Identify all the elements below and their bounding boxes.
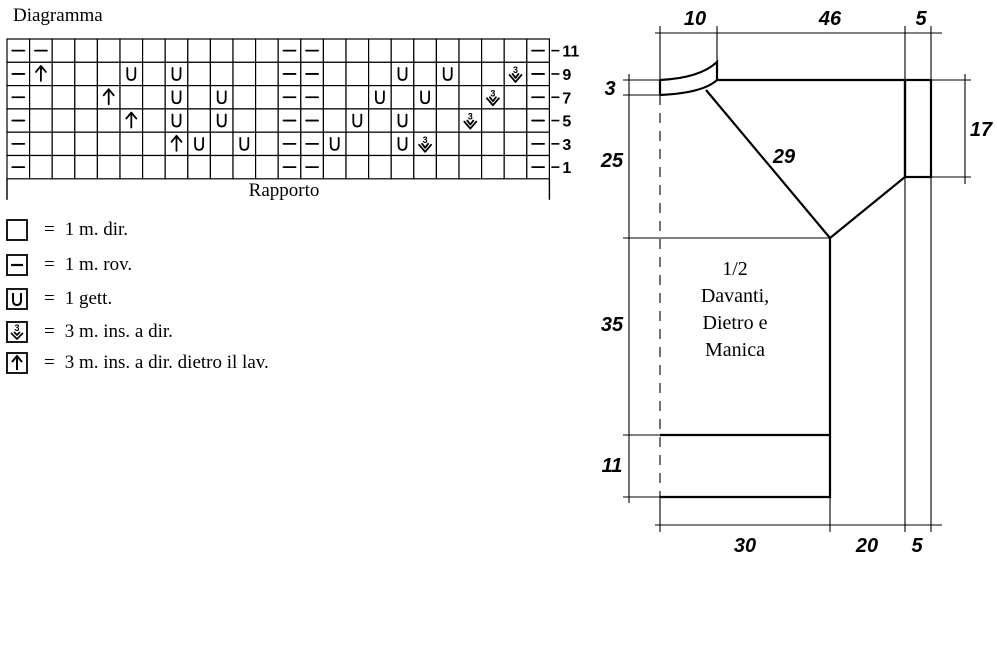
chart-cell xyxy=(345,108,370,133)
raglan-line xyxy=(705,89,831,239)
svg-text:3: 3 xyxy=(468,112,473,122)
dec-3-right-icon: 3 xyxy=(6,321,28,343)
legend-row-knit: = 1 m. dir. xyxy=(6,218,128,242)
dim-rib-height: 11 xyxy=(602,455,623,477)
legend-text-knit: 1 m. dir. xyxy=(64,219,129,240)
piece-label-line: Dietro e xyxy=(702,312,768,334)
piece-label: 1/2 Davanti, Dietro e Manica xyxy=(680,256,790,364)
legend-row-purl: = 1 m. rov. xyxy=(6,253,132,277)
piece-label-line: Manica xyxy=(705,339,765,361)
dim-raglan-height: 25 xyxy=(600,150,624,172)
piece-label-line: 1/2 xyxy=(722,258,748,280)
dec-3-back-loop-icon xyxy=(6,352,28,374)
row-number: 9 xyxy=(562,67,571,84)
chart-cell: 3 xyxy=(413,131,437,157)
dim-bottom-width: 30 xyxy=(734,535,756,557)
legend-row-yarn-over: = 1 gett. xyxy=(6,287,112,311)
dim-top-sleeve: 46 xyxy=(818,8,842,30)
legend-text-dec-back: 3 m. ins. a dir. dietro il lav. xyxy=(64,352,269,373)
piece-label-line: Davanti, xyxy=(700,285,770,307)
dim-cuff-height: 17 xyxy=(970,119,993,141)
chart-cell xyxy=(277,154,302,180)
legend-text-purl: 1 m. rov. xyxy=(64,254,133,275)
svg-text:3: 3 xyxy=(490,88,495,98)
svg-text:3: 3 xyxy=(423,135,428,145)
legend-text-dec-right: 3 m. ins. a dir. xyxy=(64,321,173,342)
legend-text-yarn-over: 1 gett. xyxy=(64,288,113,309)
chart-cell xyxy=(300,154,324,180)
yarn-over-icon xyxy=(6,288,28,310)
chart-cell xyxy=(526,154,550,180)
legend-row-dec-back: = 3 m. ins. a dir. dietro il lav. xyxy=(6,351,269,375)
diagram-title: Diagramma xyxy=(13,5,103,26)
row-number: 3 xyxy=(562,137,571,154)
chart-cell xyxy=(119,61,144,87)
chart-cell xyxy=(526,38,550,63)
dim-bottom-sleeve: 20 xyxy=(855,535,878,557)
chart-cell xyxy=(96,84,121,110)
dim-top-cuff: 5 xyxy=(915,8,927,30)
row-number: 1 xyxy=(562,160,571,177)
stitch-chart: 3 3 3 3 11 9 7 5 3 1 xyxy=(6,38,579,200)
svg-text:3: 3 xyxy=(14,323,19,333)
knit-square-icon xyxy=(6,219,28,241)
chart-cell xyxy=(6,131,31,157)
neck-curve xyxy=(659,79,718,97)
chart-cell xyxy=(277,38,302,63)
dim-bottom-cuff: 5 xyxy=(911,535,923,557)
svg-text:3: 3 xyxy=(513,65,518,75)
dim-raglan-length: 29 xyxy=(772,146,796,168)
repeat-label: Rapporto xyxy=(248,180,320,201)
row-number: 11 xyxy=(562,44,579,61)
purl-dash-icon xyxy=(6,254,28,276)
chart-cell xyxy=(6,108,31,133)
row-number: 5 xyxy=(562,114,571,131)
legend-row-dec-right: 3 = 3 m. ins. a dir. xyxy=(6,320,173,344)
row-number: 7 xyxy=(562,90,571,107)
dim-neck-depth: 3 xyxy=(604,78,615,100)
chart-cell xyxy=(300,108,324,133)
chart-cell xyxy=(6,154,31,180)
cuff-rect xyxy=(903,78,933,179)
chart-cell xyxy=(390,61,415,87)
dim-body-height: 35 xyxy=(601,314,624,336)
dim-top-neck: 10 xyxy=(684,8,706,30)
raglan-piece-outline xyxy=(659,59,907,499)
chart-cell xyxy=(119,108,144,133)
